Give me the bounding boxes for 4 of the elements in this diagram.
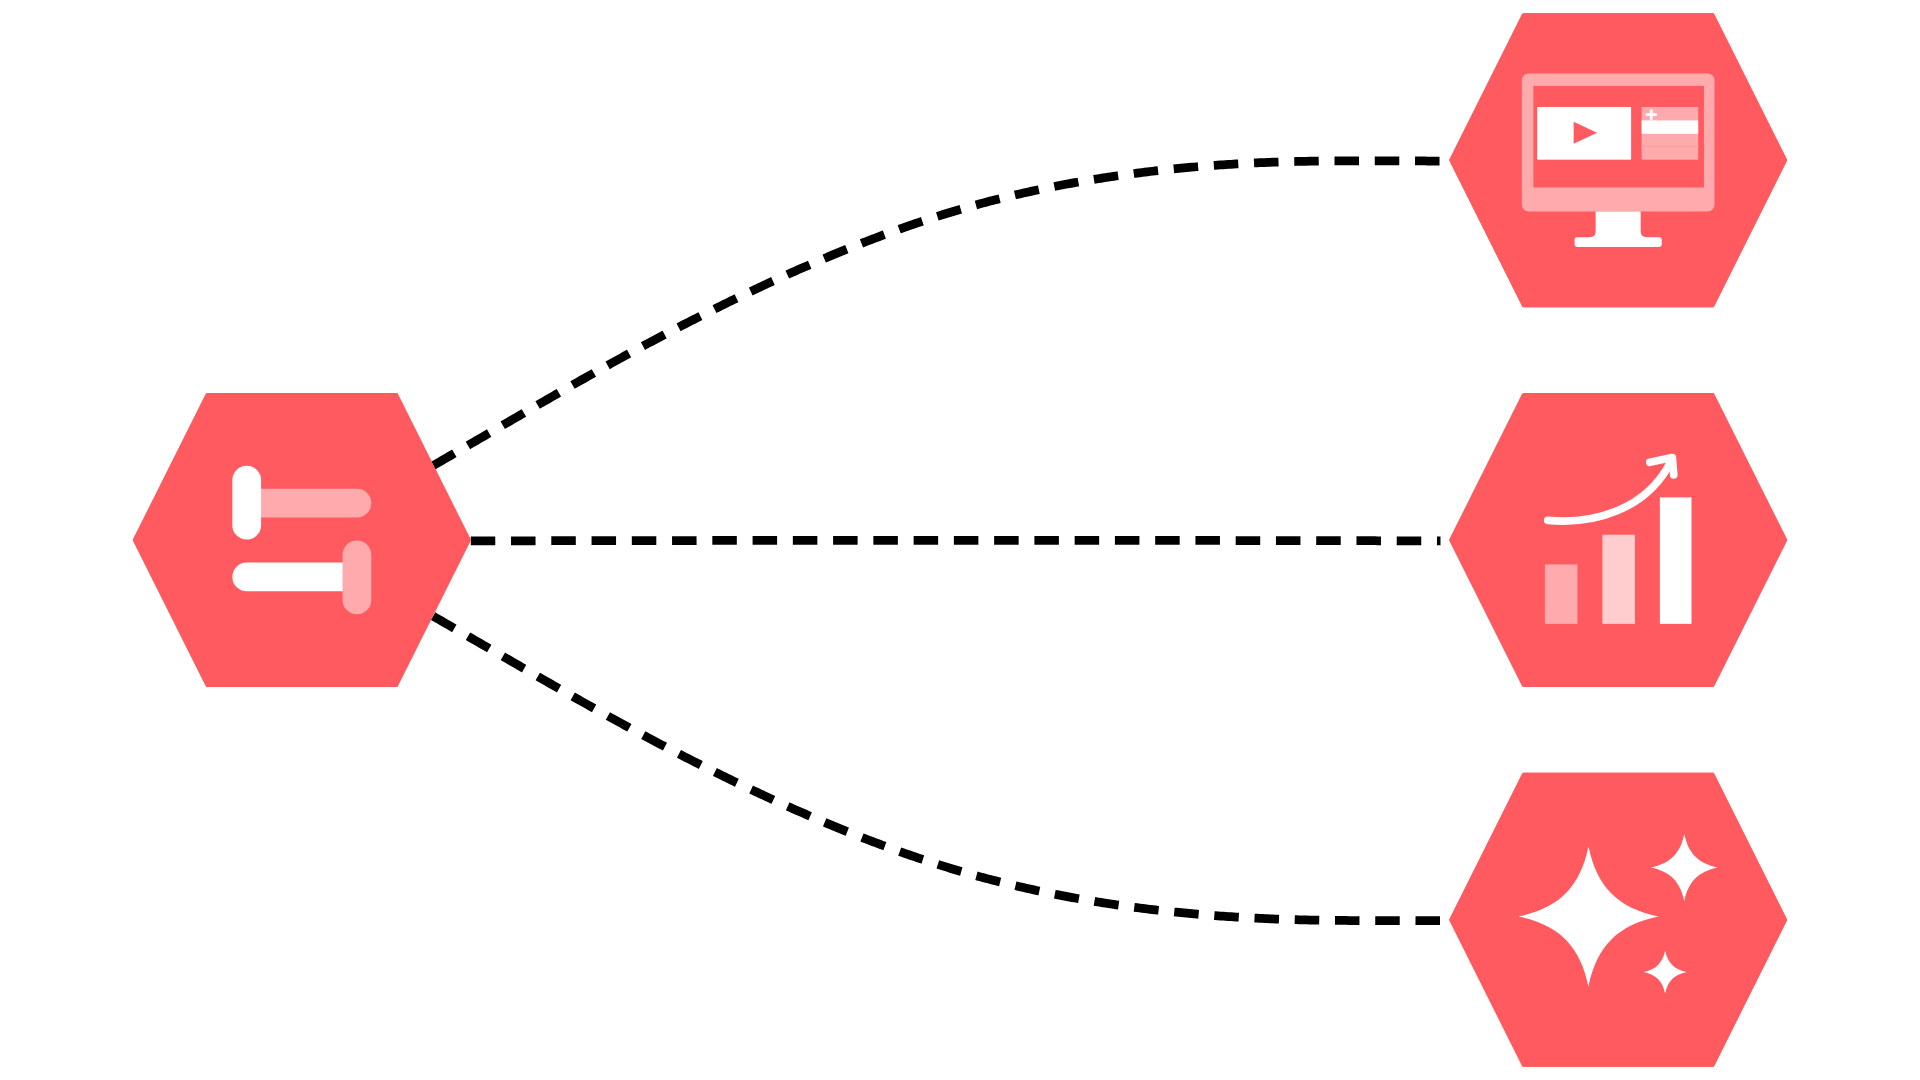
hexagon-node (1449, 772, 1788, 1067)
dashed-line (430, 156, 1443, 470)
dashed-line (430, 612, 1443, 926)
dashed-line (469, 535, 1443, 546)
